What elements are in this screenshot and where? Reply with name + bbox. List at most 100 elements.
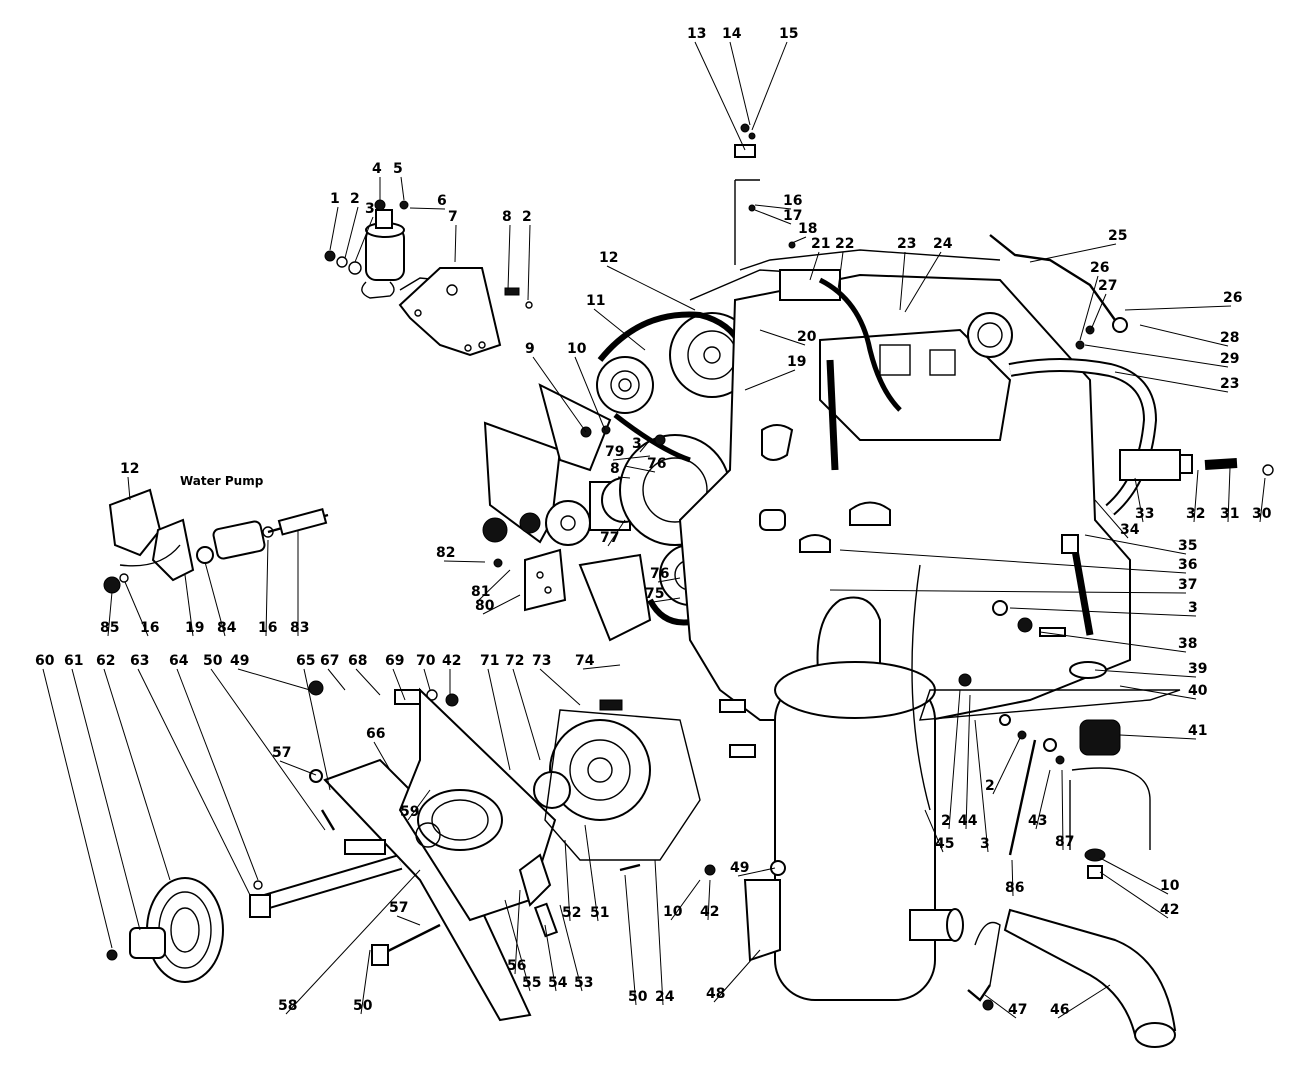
leader-line — [1029, 243, 1117, 263]
callout-24: 24 — [933, 236, 953, 252]
callout-86: 86 — [1005, 880, 1024, 896]
callout-20: 20 — [797, 329, 817, 345]
callout-34: 34 — [1120, 522, 1140, 538]
callout-42: 42 — [700, 904, 719, 920]
water-pump-subassembly — [103, 488, 329, 594]
leader-line — [504, 899, 531, 992]
leader-line — [1114, 371, 1229, 393]
leader-line — [904, 251, 942, 313]
lower-drive-assembly — [106, 680, 786, 1022]
callout-42: 42 — [1160, 902, 1179, 918]
callout-26: 26 — [1090, 260, 1109, 276]
leader-line — [574, 356, 606, 431]
callout-2: 2 — [941, 813, 951, 829]
leader-line — [652, 597, 681, 603]
leader-line — [532, 356, 587, 433]
leader-line — [544, 924, 557, 992]
callout-10: 10 — [567, 341, 587, 357]
leader-line — [507, 224, 511, 291]
callout-45: 45 — [935, 836, 954, 852]
callout-42: 42 — [442, 653, 461, 669]
callout-59: 59 — [400, 804, 419, 820]
leader-line — [1134, 477, 1144, 523]
callout-61: 61 — [64, 653, 83, 669]
top-linkage — [734, 123, 796, 265]
callout-33: 33 — [1135, 506, 1154, 522]
callout-58: 58 — [278, 998, 297, 1014]
callout-2: 2 — [350, 191, 360, 207]
callout-21: 21 — [811, 236, 830, 252]
leader-line — [737, 867, 776, 877]
callout-44: 44 — [958, 813, 978, 829]
leader-line — [564, 839, 571, 922]
callout-25: 25 — [1108, 228, 1127, 244]
callout-36: 36 — [1178, 557, 1197, 573]
callout-3: 3 — [1188, 600, 1198, 616]
callout-52: 52 — [562, 905, 581, 921]
leader-line — [654, 859, 664, 1006]
callout-50: 50 — [203, 653, 223, 669]
leader-line — [1061, 769, 1064, 851]
callout-63: 63 — [130, 653, 149, 669]
leader-line — [992, 737, 1021, 795]
leader-line — [512, 668, 541, 761]
leader-line — [279, 760, 317, 776]
callout-2: 2 — [522, 209, 532, 225]
leader-line — [1039, 631, 1187, 653]
callout-65: 65 — [296, 653, 315, 669]
leader-line — [285, 869, 421, 1015]
ignition-coil-assembly — [324, 199, 533, 357]
callout-18: 18 — [798, 221, 817, 237]
callout-7: 7 — [448, 209, 458, 225]
leader-line — [639, 439, 651, 453]
leader-line — [965, 694, 971, 830]
callout-16: 16 — [258, 620, 277, 636]
leader-line — [265, 539, 269, 637]
callout-4: 4 — [372, 161, 382, 177]
callout-3: 3 — [365, 201, 375, 217]
muffler — [774, 596, 964, 1001]
leader-line — [527, 224, 531, 301]
callout-81: 81 — [471, 584, 490, 600]
leader-line — [1079, 275, 1099, 341]
callout-8: 8 — [610, 461, 620, 477]
leader-line — [1089, 293, 1107, 333]
callout-47: 47 — [1008, 1002, 1027, 1018]
leader-line — [176, 668, 259, 881]
leader-line — [1193, 469, 1199, 523]
callout-87: 87 — [1055, 834, 1074, 850]
callout-56: 56 — [507, 958, 526, 974]
leader-line — [754, 204, 792, 210]
callout-19: 19 — [185, 620, 204, 636]
leader-line — [707, 879, 711, 921]
leader-line — [657, 577, 681, 583]
leader-line — [1099, 857, 1169, 895]
leader-line — [1094, 669, 1197, 678]
callout-75: 75 — [645, 586, 664, 602]
leader-line — [204, 561, 226, 637]
leader-line — [582, 664, 621, 670]
leader-line — [1094, 499, 1129, 539]
leader-line — [539, 668, 581, 706]
callout-57: 57 — [389, 900, 408, 916]
leader-line — [791, 236, 807, 244]
leader-line — [984, 994, 1017, 1019]
callout-22: 22 — [835, 236, 854, 252]
callout-2: 2 — [985, 778, 995, 794]
callout-35: 35 — [1178, 538, 1197, 554]
leader-line — [396, 915, 421, 926]
callout-13: 13 — [687, 26, 706, 42]
leader-line — [514, 889, 521, 975]
leader-line — [409, 207, 446, 210]
leader-line — [124, 581, 149, 637]
callout-30: 30 — [1252, 506, 1272, 522]
callout-39: 39 — [1188, 661, 1207, 677]
callout-8: 8 — [502, 209, 512, 225]
callout-67: 67 — [320, 653, 339, 669]
callout-50: 50 — [353, 998, 373, 1014]
callout-5: 5 — [393, 161, 403, 177]
callout-79: 79 — [605, 444, 624, 460]
leader-line — [751, 41, 788, 131]
leader-line — [559, 904, 583, 992]
